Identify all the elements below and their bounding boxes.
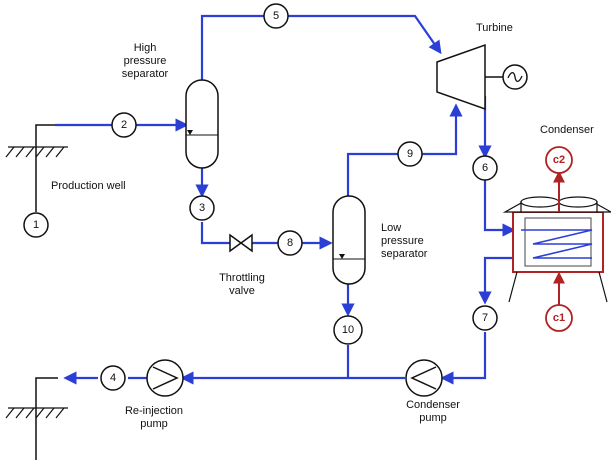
low-pressure-separator [332,195,366,285]
svg-text:c1: c1 [553,312,565,324]
label-reinjection-pump: Re-injection pump [124,405,184,430]
state-node-4: 4 [100,365,126,391]
state-node-7: 7 [472,305,498,331]
svg-text:6: 6 [482,162,488,174]
label-condenser-pump: Condenser pump [406,399,460,424]
reinjection-well-casing [35,377,58,460]
label-high-pressure-separator: High pressure separator [121,42,169,80]
state-node-5: 5 [263,3,289,29]
state-node-3: 3 [189,195,215,221]
svg-text:3: 3 [199,202,205,214]
label-throttling-valve: Throttling valve [219,272,265,297]
flow-condensate-to-pump [440,332,487,385]
svg-text:4: 4 [110,372,116,384]
svg-text:1: 1 [33,219,39,231]
production-well-ground [5,146,68,158]
svg-text:c2: c2 [553,154,565,166]
svg-text:7: 7 [482,312,488,324]
flow-condensate-out [478,256,513,305]
flow-hp-separator-steam-to-turbine [200,14,442,82]
reinjection-well-ground [5,407,68,419]
production-well-casing [35,124,55,212]
svg-text:9: 9 [407,148,413,160]
state-node-c1: c1 [545,304,573,332]
svg-text:8: 8 [287,237,293,249]
state-node-6: 6 [472,155,498,181]
state-node-10: 10 [333,315,363,345]
high-pressure-separator [185,79,219,169]
state-node-9: 9 [397,141,423,167]
condenser-pump-icon [405,359,443,397]
state-node-8: 8 [277,230,303,256]
label-condenser: Condenser [540,124,594,136]
throttling-valve-icon [229,233,253,253]
turbine-icon [436,43,528,111]
label-production-well: Production well [51,180,126,192]
label-turbine: Turbine [476,22,513,34]
flow-into-condenser [483,180,516,237]
svg-text:5: 5 [273,10,279,22]
flow-brine-to-throttling-valve [200,222,230,245]
state-node-1: 1 [23,212,49,238]
state-node-c2: c2 [545,146,573,174]
svg-text:10: 10 [342,324,354,336]
label-low-pressure-separator: Low pressure separator [381,222,428,260]
reinjection-pump-icon [146,359,184,397]
state-node-2: 2 [111,112,137,138]
svg-text:2: 2 [121,119,127,131]
